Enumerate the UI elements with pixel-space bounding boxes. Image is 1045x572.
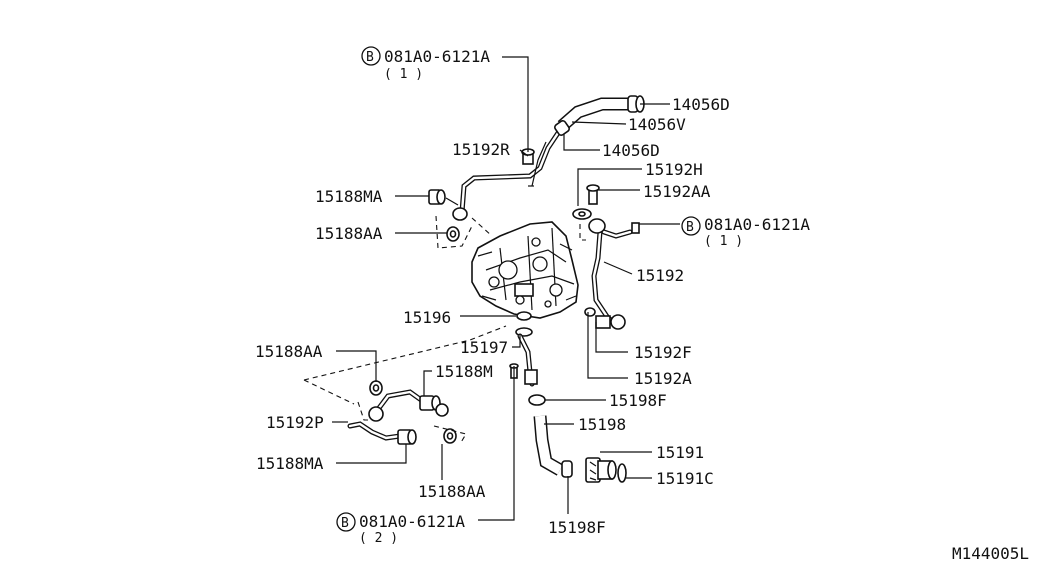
label-15192H: 15192H (645, 160, 703, 179)
label-14056D-mid: 14056D (602, 141, 660, 160)
label-15192AA: 15192AA (643, 182, 711, 201)
label-bolt-top-qty: ( 1 ) (384, 67, 423, 82)
hose-15198 (528, 394, 573, 478)
label-15188AA-top: 15188AA (315, 224, 383, 243)
label-15196: 15196 (403, 308, 451, 327)
label-15197: 15197 (460, 338, 508, 357)
part-labels: 081A0-6121A ( 1 ) 14056D 14056V 14056D 1… (255, 47, 1029, 563)
engine-block-illustration (471, 221, 579, 319)
bolt-symbol-right: B (681, 216, 701, 236)
bolt-symbol-text: B (686, 220, 694, 235)
bolt-symbol-text: B (341, 516, 349, 531)
diagram-code: M144005L (952, 544, 1029, 563)
label-15192R: 15192R (452, 140, 510, 159)
label-14056V: 14056V (628, 115, 686, 134)
label-bolt-bottom: 081A0-6121A (359, 512, 465, 531)
label-15198F-bottom: 15198F (548, 518, 606, 537)
label-15198F-top: 15198F (609, 391, 667, 410)
label-15188AA-bottom: 15188AA (418, 482, 486, 501)
pipe-15192 (572, 184, 640, 330)
label-15188M: 15188M (435, 362, 493, 381)
bolt-symbol-top: B (361, 46, 381, 66)
label-15192P: 15192P (266, 413, 324, 432)
label-15188AA-left: 15188AA (255, 342, 323, 361)
label-15188MA-bottom: 15188MA (256, 454, 324, 473)
label-15188MA-top: 15188MA (315, 187, 383, 206)
label-15191: 15191 (656, 443, 704, 462)
pipe-15197 (509, 333, 538, 387)
label-15192A: 15192A (634, 369, 692, 388)
label-bolt-right: 081A0-6121A (704, 215, 810, 234)
label-14056D-top: 14056D (672, 95, 730, 114)
washer-15188AA-top (446, 226, 460, 242)
connector-15188MA-top (428, 189, 468, 221)
fitting-15191 (585, 457, 627, 483)
bolt-symbol-bottom: B (336, 512, 356, 532)
label-15192: 15192 (636, 266, 684, 285)
label-bolt-bottom-qty: ( 2 ) (359, 531, 398, 546)
label-bolt-top: 081A0-6121A (384, 47, 490, 66)
gasket-15196 (515, 311, 533, 337)
leader-lines (332, 56, 680, 521)
label-bolt-right-qty: ( 1 ) (704, 234, 743, 249)
label-15192F: 15192F (634, 343, 692, 362)
label-15191C: 15191C (656, 469, 714, 488)
bolt-symbol-text: B (366, 50, 374, 65)
pipe-15192P (347, 380, 457, 445)
label-15198: 15198 (578, 415, 626, 434)
pipe-15192R (459, 127, 563, 215)
